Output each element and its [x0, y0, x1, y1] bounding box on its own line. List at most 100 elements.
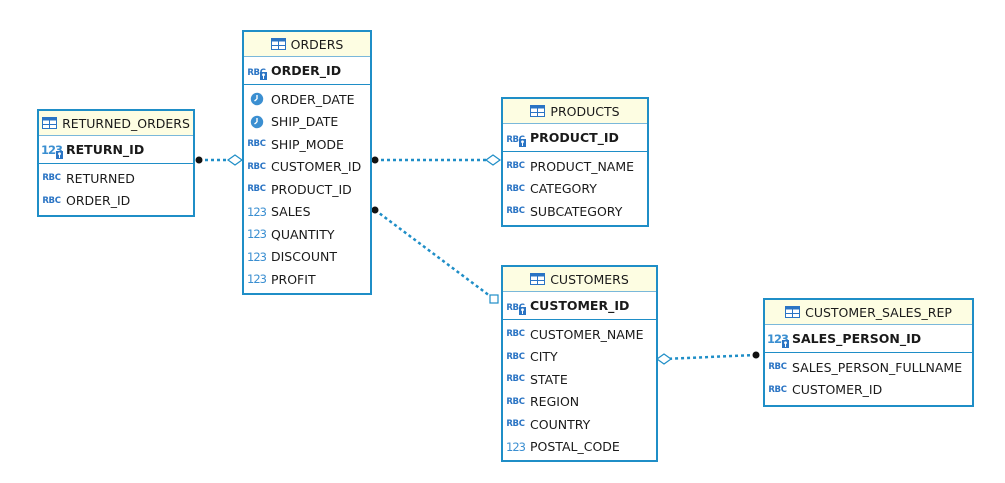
column-row[interactable]: RBC SHIP_MODE: [244, 133, 370, 156]
number-key-icon: 123: [767, 332, 789, 348]
column-row[interactable]: RBC COUNTRY: [503, 413, 656, 436]
primary-key-row[interactable]: RBC CUSTOMER_ID: [503, 292, 656, 320]
column-row[interactable]: RBC RETURNED: [39, 167, 193, 190]
relationship-source-end: [371, 206, 379, 214]
column-name: DISCOUNT: [271, 249, 337, 265]
column-name: ORDER_ID: [66, 193, 131, 209]
clock-icon: [249, 92, 264, 106]
primary-key-row[interactable]: 123 RETURN_ID: [39, 136, 193, 164]
relationship-orders-products[interactable]: [371, 154, 502, 166]
abc-icon: RBC: [506, 206, 525, 217]
column-name: QUANTITY: [271, 226, 335, 242]
table-icon: [270, 38, 286, 50]
table-icon: [785, 306, 801, 318]
column-row[interactable]: RBC CITY: [503, 346, 656, 369]
abc-icon: RBC: [506, 419, 525, 430]
primary-key-row[interactable]: RBC PRODUCT_ID: [503, 124, 647, 152]
column-name: CUSTOMER_ID: [792, 382, 883, 398]
clock-icon: [249, 115, 264, 129]
table-icon: [530, 105, 546, 117]
column-row[interactable]: 123 POSTAL_CODE: [503, 436, 656, 459]
table-header[interactable]: RETURNED_ORDERS: [39, 111, 193, 136]
relationship-source-end: [371, 156, 379, 164]
column-name: SHIP_DATE: [271, 114, 339, 130]
primary-key-name: SALES_PERSON_ID: [792, 331, 922, 346]
number-icon: 123: [247, 204, 267, 219]
relationship-target-end: [655, 353, 673, 365]
column-name: SALES: [271, 204, 311, 220]
column-row[interactable]: ORDER_DATE: [244, 88, 370, 111]
relationship-customer-sales-rep-customers[interactable]: [655, 351, 760, 365]
relationship-target-end: [489, 294, 499, 304]
table-header[interactable]: CUSTOMER_SALES_REP: [765, 300, 972, 325]
abc-icon: RBC: [768, 362, 787, 373]
primary-key-row[interactable]: 123 SALES_PERSON_ID: [765, 325, 972, 353]
column-name: POSTAL_CODE: [530, 439, 620, 455]
primary-key-name: ORDER_ID: [271, 63, 342, 78]
relationship-returned-orders-orders[interactable]: [195, 154, 244, 166]
abc-icon: RBC: [247, 161, 266, 172]
relationship-source-end: [195, 156, 203, 164]
table-customer-sales-rep[interactable]: CUSTOMER_SALES_REP 123 SALES_PERSON_ID R…: [763, 298, 974, 407]
abc-key-icon: RBC: [247, 68, 267, 80]
table-orders[interactable]: ORDERS RBC ORDER_ID ORDER_DATE SHIP_DATE R…: [242, 30, 372, 295]
primary-key-row[interactable]: RBC ORDER_ID: [244, 57, 370, 85]
relationship-orders-customers[interactable]: [371, 206, 499, 304]
column-list: RBC RETURNED RBC ORDER_ID: [39, 164, 193, 212]
column-name: PRODUCT_ID: [271, 181, 352, 197]
abc-icon: RBC: [506, 329, 525, 340]
relationship-target-end: [484, 154, 502, 166]
table-title: RETURNED_ORDERS: [62, 115, 190, 131]
column-row[interactable]: 123 QUANTITY: [244, 223, 370, 246]
column-name: SHIP_MODE: [271, 136, 344, 152]
primary-key-name: PRODUCT_ID: [530, 130, 619, 145]
abc-icon: RBC: [42, 195, 61, 206]
abc-icon: RBC: [506, 351, 525, 362]
number-icon: 123: [506, 439, 526, 454]
column-row[interactable]: RBC ORDER_ID: [39, 190, 193, 213]
table-title: PRODUCTS: [550, 103, 620, 119]
column-name: REGION: [530, 394, 580, 410]
number-icon: 123: [247, 227, 267, 242]
abc-icon: RBC: [506, 183, 525, 194]
abc-icon: RBC: [42, 173, 61, 184]
abc-icon: RBC: [247, 139, 266, 150]
primary-key-name: RETURN_ID: [66, 142, 145, 157]
table-icon: [530, 273, 546, 285]
table-header[interactable]: ORDERS: [244, 32, 370, 57]
table-header[interactable]: CUSTOMERS: [503, 267, 656, 292]
column-name: PROFIT: [271, 271, 316, 287]
column-name: COUNTRY: [530, 416, 591, 432]
relationship-target-end: [226, 154, 244, 166]
column-row[interactable]: 123 SALES: [244, 201, 370, 224]
primary-key-name: CUSTOMER_ID: [530, 298, 630, 313]
column-name: ORDER_DATE: [271, 91, 355, 107]
column-row[interactable]: SHIP_DATE: [244, 111, 370, 134]
number-key-icon: 123: [41, 143, 63, 159]
column-name: CITY: [530, 349, 558, 365]
column-name: PRODUCT_NAME: [530, 158, 635, 174]
table-returned-orders[interactable]: RETURNED_ORDERS 123 RETURN_ID RBC RETURNE…: [37, 109, 195, 217]
column-name: RETURNED: [66, 170, 135, 186]
table-header[interactable]: PRODUCTS: [503, 99, 647, 124]
abc-key-icon: RBC: [506, 135, 526, 147]
